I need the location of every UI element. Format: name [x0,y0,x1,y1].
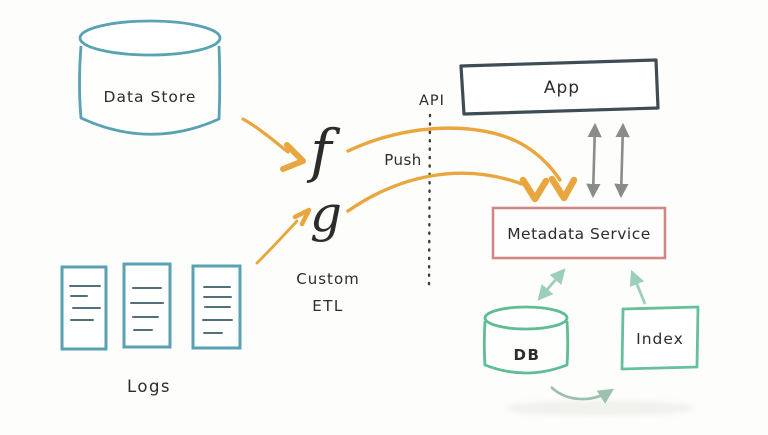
app-label: App [544,78,580,98]
custom-etl-label-line1: Custom [296,270,359,288]
index-metadata-arrow [629,269,647,305]
arrow-datastore-to-f-head-icon [280,142,306,172]
arrow-logs-to-g [255,219,299,265]
db-label: DB [514,346,541,364]
arrow-logs-to-g-head-icon [292,207,312,227]
index-box [620,305,700,371]
db-cylinder-top [483,305,569,331]
arrow-datastore-to-f [241,117,290,154]
data-store-node: Data Store [78,19,222,136]
data-store-cylinder-body [78,45,222,136]
etl-f-symbol: f [306,117,341,185]
api-label: API [419,93,445,109]
custom-etl-label-line2: ETL [312,297,344,315]
metadata-service-label: Metadata Service [507,225,651,243]
metadata-db-arrow [537,268,566,301]
logs-label: Logs [127,377,171,396]
data-store-cylinder-top [78,19,222,57]
app-node: App [459,58,660,116]
db-cylinder-body [482,320,570,375]
green-arrows [537,268,647,305]
app-metadata-arrow-1 [586,122,602,199]
push-arrow-g-to-metadata [346,171,524,213]
metadata-service-box [491,206,667,260]
metadata-service-node: Metadata Service [491,206,667,260]
push-arrow-f-head-icon [548,175,578,202]
watermark-smudge [505,400,695,416]
db-node: DB [482,305,570,375]
api-boundary: API [419,93,445,288]
log-document-2 [122,262,172,349]
etl-g-symbol: g [310,185,342,243]
push-label: Push [384,151,422,169]
logs-node: Logs [60,262,242,396]
app-metadata-arrows [586,122,630,199]
index-label: Index [636,330,684,348]
push-arrow-g-head-icon [519,176,550,203]
db-index-arrow [550,386,614,404]
log-text-lines [69,285,233,334]
app-metadata-arrow-2 [614,122,630,199]
push-arrow-f-to-metadata [346,126,562,182]
orange-arrows [241,117,578,265]
data-store-label: Data Store [104,88,197,106]
app-box [459,58,660,116]
api-boundary-line [427,113,432,288]
index-node: Index [620,305,700,371]
